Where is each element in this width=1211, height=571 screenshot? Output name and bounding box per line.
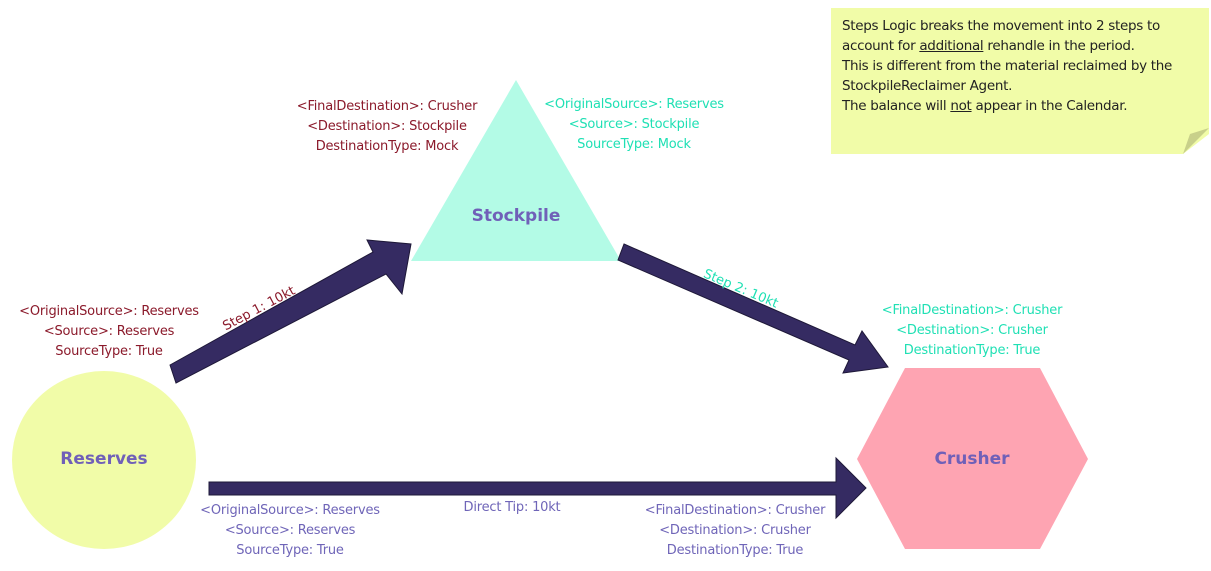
annotation-line: SourceType: Mock [577, 137, 691, 152]
direct-source-annotation: <OriginalSource>: Reserves <Source>: Res… [188, 501, 392, 561]
note-line: StockpileReclaimer Agent. [842, 78, 1013, 94]
note-line: Steps Logic breaks the movement into 2 s… [842, 18, 1160, 34]
direct-destination-annotation: <FinalDestination>: Crusher <Destination… [628, 501, 842, 561]
note-fold-icon [1183, 128, 1209, 154]
note-line: The balance will not appear in the Calen… [842, 96, 1172, 116]
annotation-line: <Destination>: Crusher [896, 323, 1048, 338]
note-line: account for additional rehandle in the p… [842, 36, 1172, 56]
annotation-line: <OriginalSource>: Reserves [544, 97, 724, 112]
note-underlined-text: not [950, 98, 972, 114]
reserves-label: Reserves [60, 449, 148, 469]
annotation-line: <Source>: Stockpile [568, 117, 700, 132]
annotation-line: DestinationType: True [666, 543, 804, 558]
direct-tip-label: Direct Tip: 10kt [463, 500, 561, 515]
note-line: This is different from the material recl… [842, 58, 1173, 74]
direct-tip-arrow[interactable] [208, 456, 867, 520]
annotation-line: <OriginalSource>: Reserves [19, 304, 199, 319]
crusher-node[interactable] [857, 368, 1088, 549]
step1-arrow[interactable] [169, 239, 412, 384]
step1-source-annotation: <OriginalSource>: Reserves <Source>: Res… [8, 302, 210, 362]
note-background [831, 8, 1209, 154]
annotation-line: SourceType: True [55, 344, 163, 359]
annotation-line: <FinalDestination>: Crusher [296, 99, 478, 114]
note-text: Steps Logic breaks the movement into 2 s… [842, 16, 1172, 116]
annotation-line: <OriginalSource>: Reserves [200, 503, 380, 518]
note-text-span: account for [842, 38, 920, 54]
note-text-span: appear in the Calendar. [971, 98, 1128, 114]
step2-source-annotation: <OriginalSource>: Reserves <Source>: Sto… [534, 95, 734, 155]
stockpile-node[interactable] [411, 80, 621, 261]
note-text-span: The balance will [842, 98, 951, 114]
reserves-node[interactable] [12, 371, 196, 549]
annotation-line: DestinationType: Mock [315, 139, 459, 154]
step2-destination-annotation: <FinalDestination>: Crusher <Destination… [866, 301, 1078, 361]
annotation-line: SourceType: True [236, 543, 344, 558]
stockpile-label: Stockpile [471, 206, 561, 226]
annotation-line: <Destination>: Stockpile [307, 119, 467, 134]
annotation-line: <FinalDestination>: Crusher [881, 303, 1063, 318]
step2-arrow[interactable] [617, 243, 889, 374]
crusher-label: Crusher [934, 449, 1010, 469]
annotation-line: <Source>: Reserves [224, 523, 356, 538]
annotation-line: <Source>: Reserves [43, 324, 175, 339]
annotation-line: <Destination>: Crusher [659, 523, 811, 538]
note-text-span: rehandle in the period. [983, 38, 1135, 54]
annotation-line: <FinalDestination>: Crusher [644, 503, 826, 518]
annotation-line: DestinationType: True [903, 343, 1041, 358]
step1-destination-annotation: <FinalDestination>: Crusher <Destination… [282, 97, 492, 157]
note-underlined-text: additional [919, 38, 984, 54]
